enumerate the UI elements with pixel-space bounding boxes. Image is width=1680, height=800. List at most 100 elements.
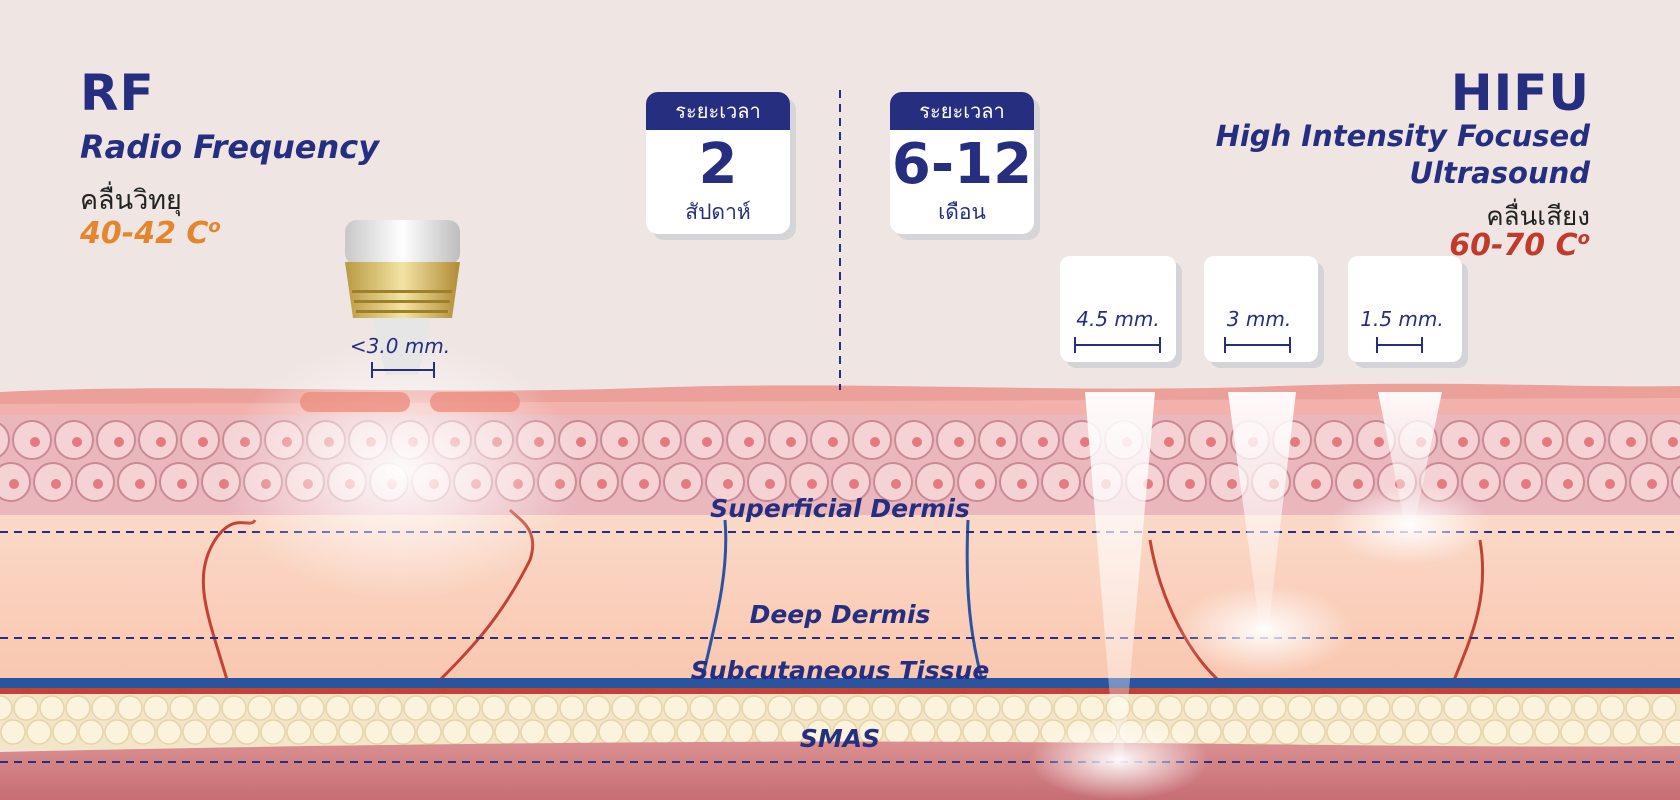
cell-nucleus [114, 437, 124, 447]
fat-cell [286, 719, 312, 745]
cell-nucleus [1353, 479, 1363, 489]
fat-cell [663, 695, 689, 721]
fat-cell [65, 695, 91, 721]
fat-cell [1339, 695, 1365, 721]
fat-cell [468, 719, 494, 745]
epidermal-cell [0, 422, 10, 458]
fat-cell [377, 695, 403, 721]
fat-cell [520, 719, 546, 745]
fat-cell [390, 719, 416, 745]
fat-cell [1638, 719, 1664, 745]
hifu-cartridges [1060, 256, 1468, 368]
fat-cell [611, 695, 637, 721]
fat-cell [1365, 695, 1391, 721]
calendar-value: 6-12 [891, 132, 1033, 197]
cell-nucleus [576, 437, 586, 447]
cell-nucleus [1290, 437, 1300, 447]
cell-nucleus [1164, 437, 1174, 447]
cell-nucleus [597, 479, 607, 489]
fat-cell [325, 695, 351, 721]
cell-nucleus [9, 479, 19, 489]
cell-nucleus [1563, 479, 1573, 489]
cell-nucleus [660, 437, 670, 447]
fat-cell [689, 695, 715, 721]
cell-nucleus [1458, 437, 1468, 447]
fat-cell [1417, 695, 1443, 721]
cell-nucleus [1605, 479, 1615, 489]
fat-cell [351, 695, 377, 721]
fat-cell [260, 719, 286, 745]
fat-cell [182, 719, 208, 745]
fat-cell [585, 695, 611, 721]
hifu-beams [1029, 392, 1490, 800]
layer-label-superficial-dermis: Superficial Dermis [710, 494, 970, 523]
fat-cell [208, 719, 234, 745]
fat-cell [1391, 695, 1417, 721]
fat-cell [533, 695, 559, 721]
hifu-thai-label: คลื่นเสียง [1486, 202, 1590, 232]
hifu-cartridge-label: 1.5 mm. [1360, 307, 1444, 331]
fat-cell [754, 719, 780, 745]
smas-layer [0, 741, 1680, 800]
fat-cell [143, 695, 169, 721]
cell-nucleus [954, 437, 964, 447]
cell-nucleus [72, 437, 82, 447]
cell-nucleus [51, 479, 61, 489]
fat-cell [0, 719, 26, 745]
cell-nucleus [912, 437, 922, 447]
fat-cell [1586, 719, 1612, 745]
cell-nucleus [1647, 479, 1657, 489]
fat-cell [1079, 695, 1105, 721]
calendar-header: ระยะเวลา [890, 92, 1034, 130]
fat-cell [1443, 695, 1469, 721]
cell-nucleus [1542, 437, 1552, 447]
cell-nucleus [618, 437, 628, 447]
cell-nucleus [1437, 479, 1447, 489]
fat-cell [156, 719, 182, 745]
hifu-title: HIFU [1450, 64, 1590, 122]
fat-cell [650, 719, 676, 745]
fat-cell [338, 719, 364, 745]
fat-cell [416, 719, 442, 745]
fat-cell [871, 695, 897, 721]
fat-cell [1313, 695, 1339, 721]
fat-cell [1222, 719, 1248, 745]
cell-nucleus [765, 479, 775, 489]
fat-cell [1183, 695, 1209, 721]
fat-cell [0, 695, 13, 721]
fat-cell [1469, 695, 1495, 721]
calendar-unit: เดือน [938, 200, 986, 224]
fat-cell [910, 719, 936, 745]
fat-cell [1209, 695, 1235, 721]
cell-nucleus [996, 437, 1006, 447]
rf-subtitle: Radio Frequency [80, 128, 380, 166]
hifu-cartridge-label: 4.5 mm. [1076, 307, 1160, 331]
fat-cell [364, 719, 390, 745]
fat-cell [1196, 719, 1222, 745]
rf-thai-label: คลื่นวิทยุ [80, 185, 182, 216]
fat-cell [1547, 695, 1573, 721]
fat-cell [481, 695, 507, 721]
fat-cell [130, 719, 156, 745]
fat-cell [442, 719, 468, 745]
cell-nucleus [1080, 437, 1090, 447]
cell-nucleus [1521, 479, 1531, 489]
fat-cell [312, 719, 338, 745]
rf-probe [345, 220, 460, 375]
cell-nucleus [1311, 479, 1321, 489]
fat-cell [1274, 719, 1300, 745]
cell-nucleus [93, 479, 103, 489]
cell-nucleus [177, 479, 187, 489]
fat-cell [1495, 695, 1521, 721]
fat-cell [39, 695, 65, 721]
fat-cell [455, 695, 481, 721]
rf-depth-label: <3.0 mm. [349, 334, 451, 358]
fat-cell [1612, 719, 1638, 745]
cell-nucleus [870, 437, 880, 447]
cell-nucleus [1227, 479, 1237, 489]
fat-cell [1651, 695, 1677, 721]
fat-cell [1131, 695, 1157, 721]
fat-cell [1261, 695, 1287, 721]
cell-nucleus [849, 479, 859, 489]
epidermal-cell [1650, 420, 1680, 460]
